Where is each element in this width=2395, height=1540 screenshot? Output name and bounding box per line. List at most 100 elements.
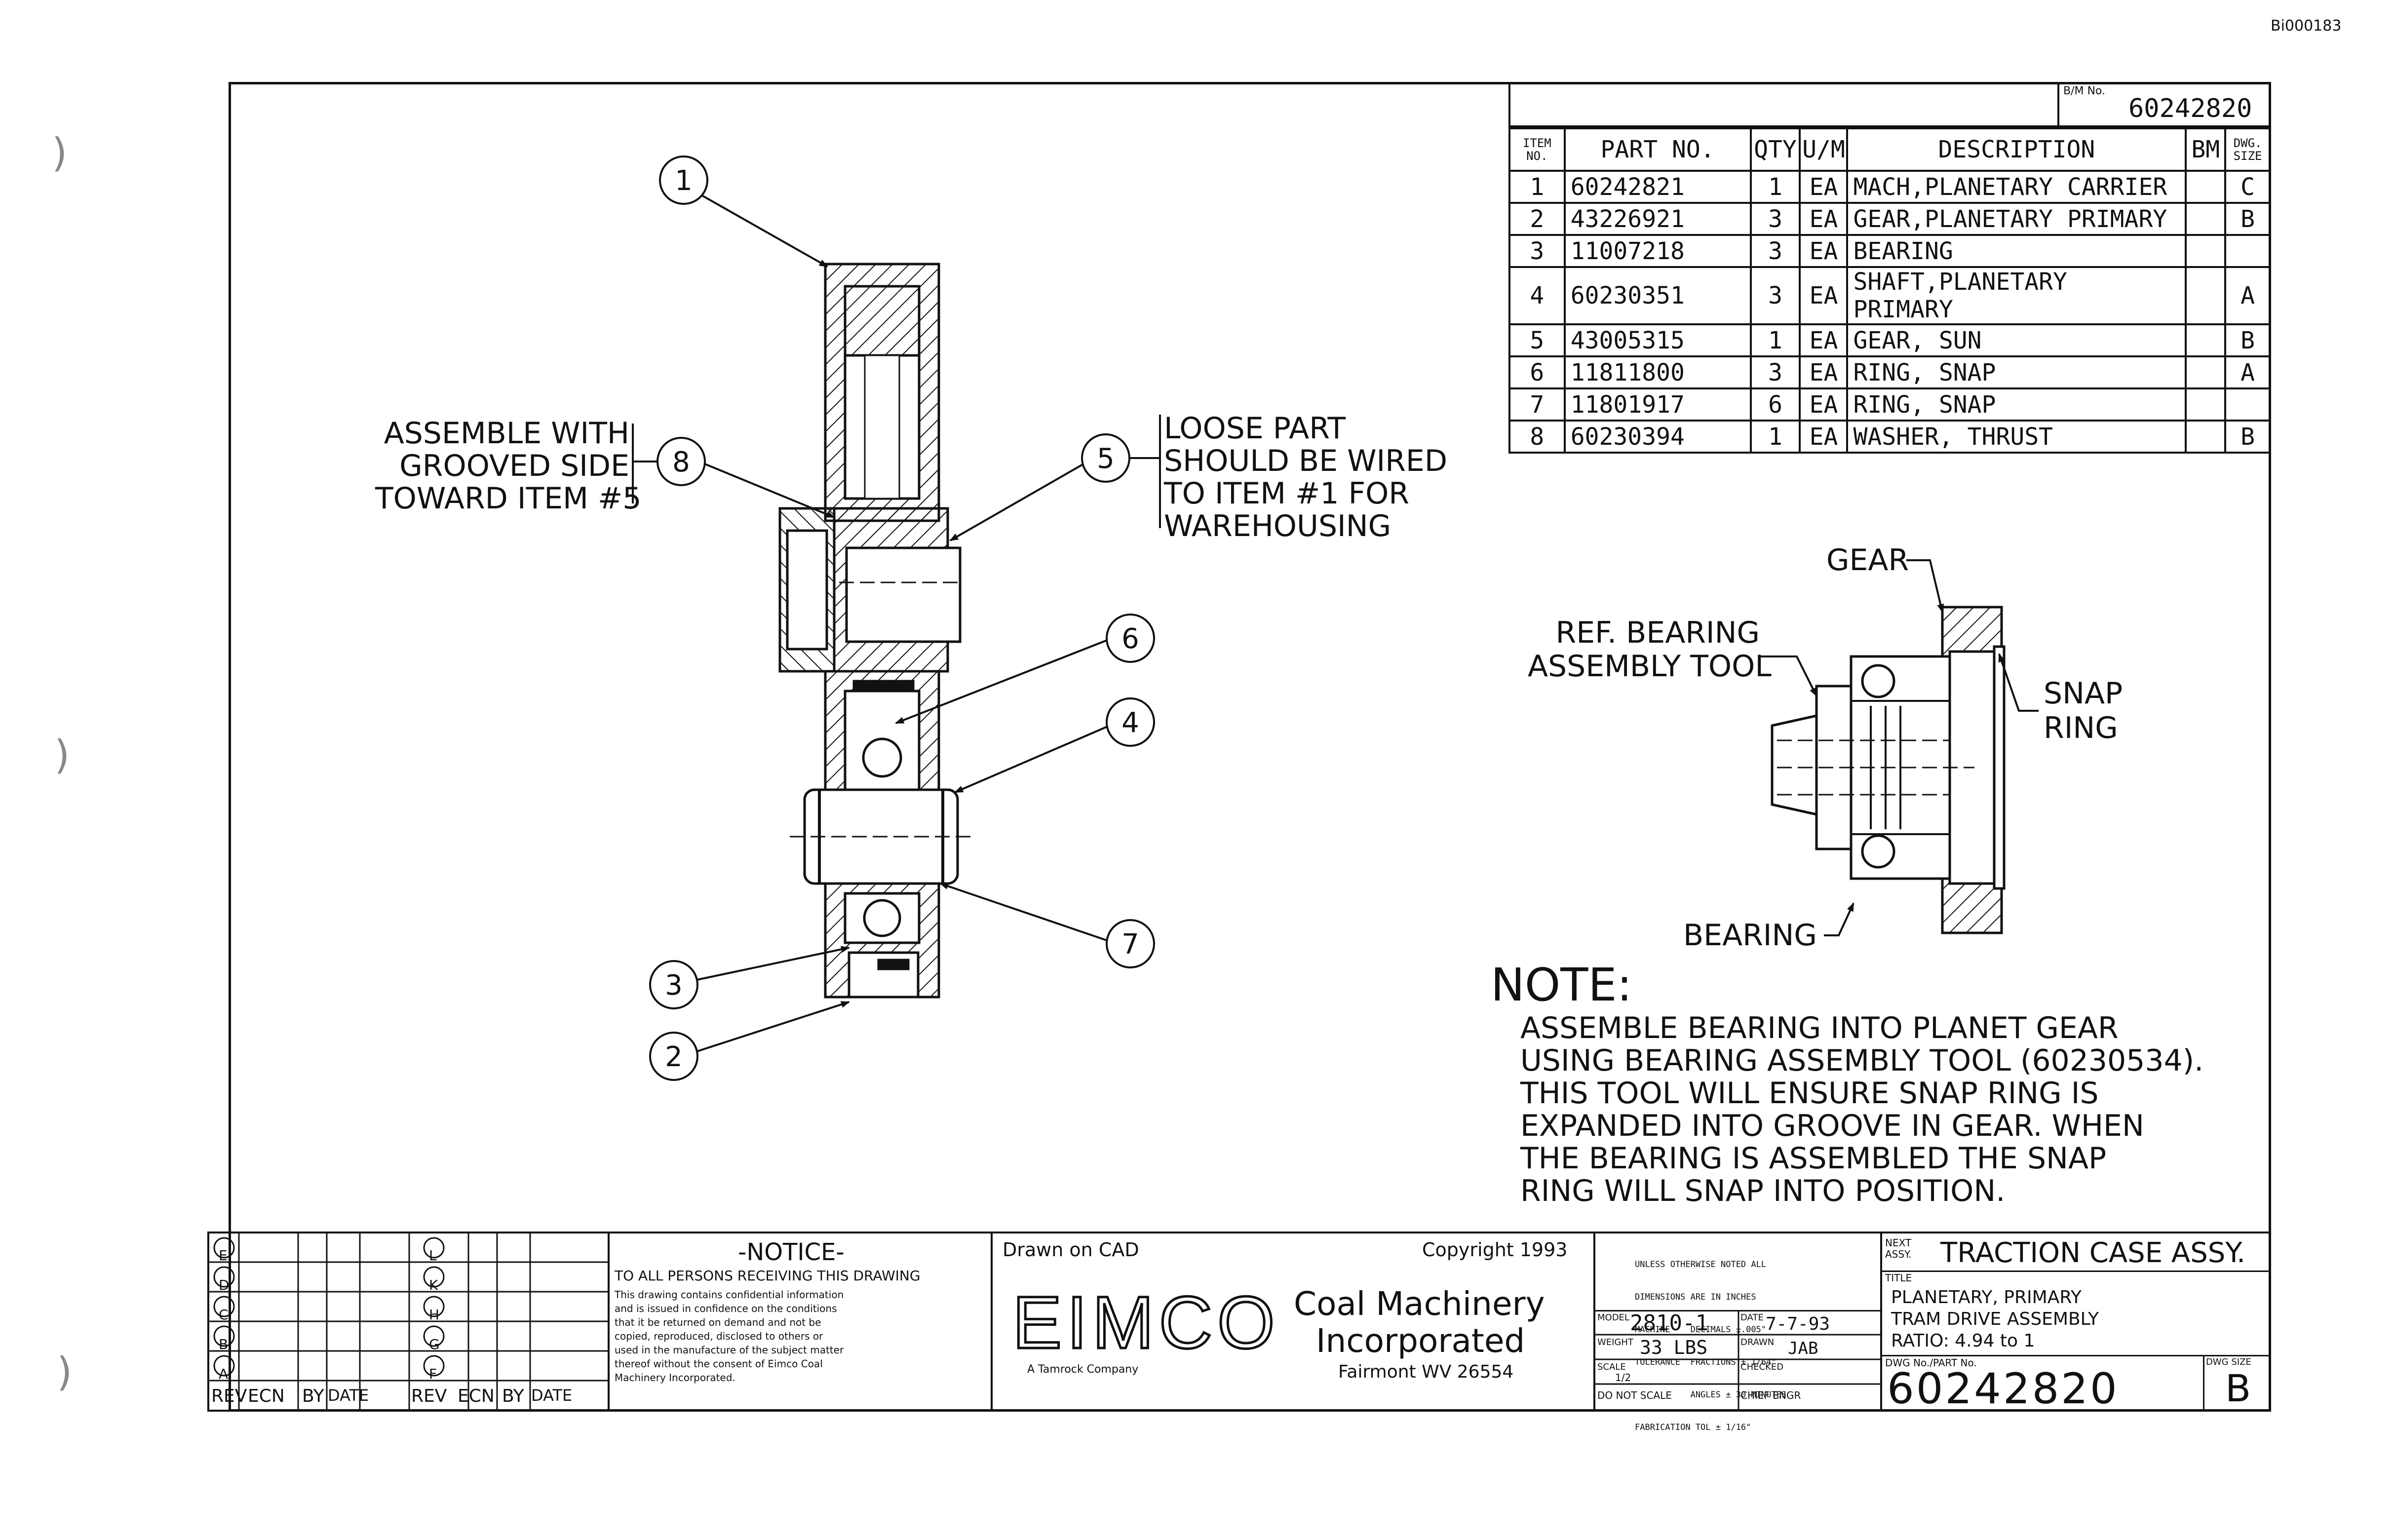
balloon-label: 5 <box>1097 443 1115 475</box>
balloon-2 <box>649 1032 698 1081</box>
title-line: RATIO: 4.94 to 1 <box>1891 1331 2035 1351</box>
rev-letter: A <box>219 1366 229 1382</box>
tolerance-block: UNLESS OTHERWISE NOTED ALL DIMENSIONS AR… <box>1593 1232 1882 1432</box>
chief-engr-label: CHIEF ENGR <box>1740 1389 1801 1401</box>
company-logo: EIMCO <box>1011 1281 1280 1364</box>
bill-of-materials: B/M No. 60242820 ITEM NO. PART NO. QTY U… <box>1508 82 2271 454</box>
weight-value: 33 LBS <box>1640 1337 1708 1358</box>
balloon-3 <box>649 960 698 1009</box>
bom-cell-desc: GEAR, SUN <box>1846 323 2187 357</box>
bom-cell-size: A <box>2224 266 2271 325</box>
rev-letter: F <box>429 1366 437 1382</box>
rev-footer-1: ECN <box>248 1386 285 1406</box>
rev-letter: E <box>219 1247 228 1264</box>
bom-cell-size <box>2224 234 2271 268</box>
bom-cell-size: C <box>2224 170 2271 204</box>
notice-line: that it be returned on demand and not be <box>615 1316 821 1328</box>
bom-cell-desc: RING, SNAP <box>1846 387 2187 422</box>
bom-cell-um: EA <box>1799 170 1849 204</box>
rev-footer-0: REV <box>211 1386 247 1406</box>
notice-body: This drawing contains confidential infor… <box>615 1288 844 1385</box>
detail-leaders <box>1760 559 2039 936</box>
note-line: TO ITEM #1 FOR <box>1164 476 1409 511</box>
scale-value: 1/2 <box>1615 1372 1631 1384</box>
balloon-label: 3 <box>665 969 683 1001</box>
leader-lines <box>695 191 1110 1052</box>
balloon-label: 6 <box>1121 623 1139 655</box>
bm-number-row: B/M No. 60242820 <box>1508 82 2271 127</box>
balloon-1 <box>659 155 708 205</box>
balloon-label: 1 <box>675 165 693 197</box>
bom-cell-size: B <box>2224 323 2271 357</box>
col-item-no: ITEM NO. <box>1508 127 1566 172</box>
rev-footer-2: BY <box>302 1386 324 1406</box>
company-location: Fairmont WV 26554 <box>1338 1362 1514 1382</box>
bom-cell-desc: RING, SNAP <box>1846 355 2187 389</box>
bom-cell-item: 8 <box>1508 420 1566 454</box>
col-um: U/M <box>1799 127 1849 172</box>
document-id: Bi000183 <box>2271 17 2342 35</box>
notice-line: copied, reproduced, disclosed to others … <box>615 1330 823 1342</box>
bom-cell-um: EA <box>1799 355 1849 389</box>
bom-table: ITEM NO. PART NO. QTY U/M DESCRIPTION BM… <box>1508 127 2271 454</box>
bom-cell-size: A <box>2224 355 2271 389</box>
bom-cell-item: 4 <box>1508 266 1566 325</box>
bom-cell-part: 11007218 <box>1563 234 1752 268</box>
note-line: EXPANDED INTO GROOVE IN GEAR. WHEN <box>1520 1109 2144 1143</box>
bm-number: 60242820 <box>2128 94 2252 123</box>
note-line: RING WILL SNAP INTO POSITION. <box>1520 1174 2006 1208</box>
tol-line: FABRICATION TOL ± 1/16" <box>1635 1423 1751 1432</box>
date-label: DATE <box>1740 1312 1764 1323</box>
bom-cell-part: 43226921 <box>1563 202 1752 236</box>
bom-cell-qty: 3 <box>1749 355 1801 389</box>
bom-cell-part: 60230394 <box>1563 420 1752 454</box>
col-part-no: PART NO. <box>1563 127 1752 172</box>
balloon-label: 7 <box>1121 928 1139 961</box>
company-name-line2: Incorporated <box>1316 1322 1525 1360</box>
bom-cell-qty: 1 <box>1749 323 1801 357</box>
dwg-no-value: 60242820 <box>1887 1364 2119 1414</box>
margin-mark: ) <box>52 130 68 176</box>
bom-cell-item: 2 <box>1508 202 1566 236</box>
notice-title: -NOTICE- <box>738 1238 845 1266</box>
drawn-on-cad: Drawn on CAD <box>1003 1239 1139 1261</box>
title-line: PLANETARY, PRIMARY <box>1891 1287 2082 1308</box>
bom-cell-bm <box>2185 323 2227 357</box>
bom-cell-qty: 1 <box>1749 170 1801 204</box>
note-heading: NOTE: <box>1491 959 1632 1011</box>
tol-line: ANGLES ± 30 MINUTES <box>1635 1390 1787 1400</box>
label-line: SNAP <box>2044 676 2123 711</box>
rev-letter: B <box>219 1336 229 1352</box>
dwg-size-value: B <box>2225 1366 2251 1410</box>
rev-footer-7: DATE <box>531 1386 573 1405</box>
bom-cell-desc: WASHER, THRUST <box>1846 420 2187 454</box>
bm-number-label: B/M No. <box>2063 85 2106 97</box>
note-line: GROOVED SIDE <box>399 449 629 483</box>
notice-line: and is issued in confidence on the condi… <box>615 1303 837 1314</box>
note-line: WAREHOUSING <box>1164 509 1391 543</box>
do-not-scale: DO NOT SCALE <box>1597 1389 1672 1401</box>
notice-block: -NOTICE- TO ALL PERSONS RECEIVING THIS D… <box>608 1232 993 1412</box>
margin-mark: ) <box>54 732 70 778</box>
loose-part-note: LOOSE PART SHOULD BE WIRED TO ITEM #1 FO… <box>1164 412 1447 542</box>
bom-cell-bm <box>2185 234 2227 268</box>
bom-cell-bm <box>2185 420 2227 454</box>
company-block: Drawn on CAD Copyright 1993 EIMCO A Tamr… <box>991 1232 1595 1412</box>
label-line: RING <box>2044 711 2118 745</box>
bom-cell-um: EA <box>1799 420 1849 454</box>
bm-number-box: B/M No. 60242820 <box>2057 82 2275 125</box>
tol-line: UNLESS OTHERWISE NOTED ALL <box>1635 1260 1767 1270</box>
col-bm: BM <box>2185 127 2227 172</box>
balloon-5 <box>1081 433 1130 483</box>
bom-cell-desc: GEAR,PLANETARY PRIMARY <box>1846 202 2187 236</box>
note-line: TOWARD ITEM #5 <box>375 481 642 516</box>
model-value: 2810-1 <box>1630 1310 1708 1336</box>
bom-cell-qty: 1 <box>1749 420 1801 454</box>
notice-line: thereof without the consent of Eimco Coa… <box>615 1358 823 1370</box>
